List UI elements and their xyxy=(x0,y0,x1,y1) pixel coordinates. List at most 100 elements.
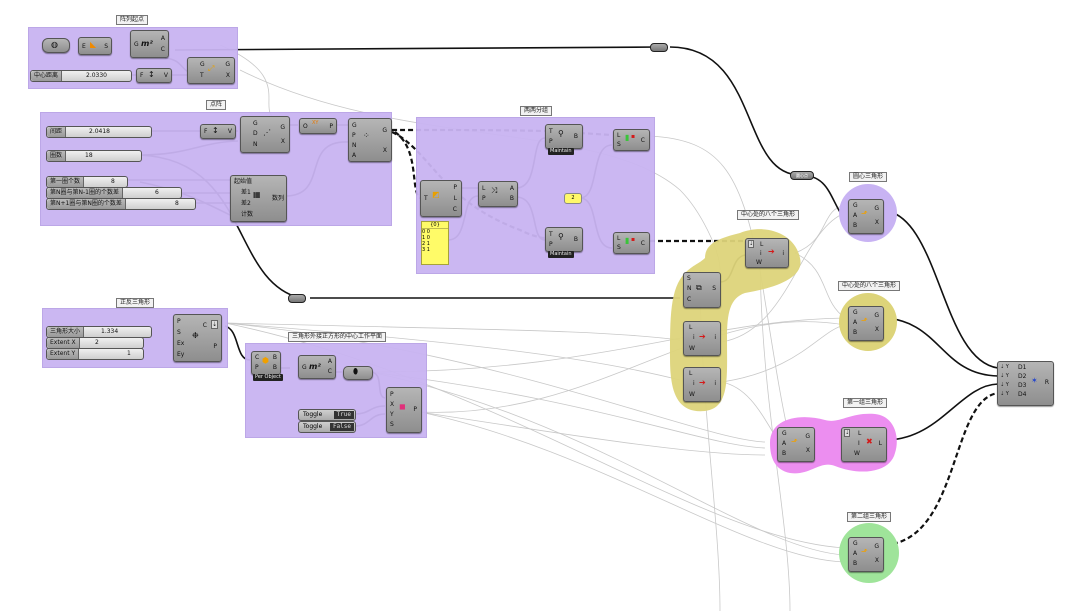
list-item-component-2[interactable]: L i W ➔ i xyxy=(683,321,721,356)
port-label: B xyxy=(573,133,578,140)
list-item-component-1[interactable]: ⇣ L i W ➔ i xyxy=(745,238,789,268)
slider-center-distance[interactable]: 中心距离 2.0330 xyxy=(30,70,132,82)
port-label: S xyxy=(177,329,181,336)
flip-matrix-component[interactable]: T ◩ P L C xyxy=(420,180,462,217)
port-label: i xyxy=(714,334,716,341)
port-label: G xyxy=(382,127,387,134)
number-param[interactable]: 2 xyxy=(564,193,582,204)
wire xyxy=(669,46,846,221)
port-label: G xyxy=(302,364,307,371)
port-label: E xyxy=(82,43,86,50)
port-label: W xyxy=(854,450,860,457)
polygon-component[interactable]: P S Ex Ey ❉ C ⇣ P xyxy=(173,314,222,362)
maintain-tag[interactable]: Maintain xyxy=(548,148,574,155)
port-label: P xyxy=(549,138,553,145)
unit-vector-icon: ↕ xyxy=(148,70,155,79)
port-label: P xyxy=(482,195,486,202)
group-label: 正反三角形 xyxy=(116,298,155,308)
move-component[interactable]: G T ⤢ G X xyxy=(187,57,235,84)
slider-label: 第一圈个数 xyxy=(47,177,85,187)
area-component-2[interactable]: G m² A C xyxy=(298,355,336,379)
construct-plane-component[interactable]: P X Y S ◼ P xyxy=(386,387,422,433)
port-label: C xyxy=(202,322,207,329)
port-label: T xyxy=(549,231,553,238)
port-label: X xyxy=(874,219,879,226)
port-label: A xyxy=(352,152,357,159)
group-label: 阵列起点 xyxy=(116,15,149,25)
port-label: G xyxy=(853,309,858,316)
port-label: S xyxy=(617,244,621,251)
port-label: A xyxy=(853,550,858,557)
linear-array-component[interactable]: G D N ⋰ G X xyxy=(240,116,290,153)
port-label: G xyxy=(874,312,879,319)
orient-component-2[interactable]: G A B ⬏ G X xyxy=(848,306,884,341)
cull-pattern-component-1[interactable]: T P ⚲ B xyxy=(545,124,583,149)
graft-icon: ⇣ xyxy=(844,429,851,437)
list-item-component-3[interactable]: L i W ➔ i xyxy=(683,367,721,402)
slider-ring-diff-2[interactable]: 第N+1圈与第N圈的个数差 8 xyxy=(46,198,196,210)
maintain-tag[interactable]: Maintain xyxy=(548,251,574,258)
toggle-false[interactable]: Toggle False xyxy=(298,421,356,433)
polar-array-component[interactable]: G P N A ⁘ G X xyxy=(348,118,392,162)
relay-circle-center[interactable]: 圆心点 xyxy=(790,171,814,180)
orient-component-1[interactable]: G A B ⬏ G X xyxy=(848,199,884,234)
orient-component-4[interactable]: G A B ⬏ G X xyxy=(848,537,884,572)
wire xyxy=(884,383,999,441)
point-param[interactable]: ⬮ xyxy=(343,366,373,380)
cull-pattern-component-2[interactable]: T P ⚲ B xyxy=(545,227,583,252)
slider-value: 2 xyxy=(95,339,99,346)
series-component[interactable]: 起始值 差1 差2 计数 ▦ 数列 xyxy=(230,175,287,222)
area-component-1[interactable]: G m² A C xyxy=(130,30,169,58)
port-label: G xyxy=(280,124,285,131)
sphere-param[interactable]: ◍ xyxy=(42,38,70,53)
port-label: V xyxy=(227,128,232,135)
port-label: L xyxy=(617,235,621,242)
shift-list-component[interactable]: S N C ⧉ S xyxy=(683,272,721,308)
panel-row: 3 1 xyxy=(422,247,430,253)
series-icon: ▦ xyxy=(253,190,261,199)
unit-x-component-1[interactable]: F ↕ V xyxy=(136,68,172,83)
per-object-tag[interactable]: Per Object xyxy=(253,374,283,381)
orient-icon: ⬏ xyxy=(861,209,868,218)
slider-value: 8 xyxy=(111,178,115,185)
cull-pattern-icon: ⚲ xyxy=(558,129,564,138)
xy-plane-component[interactable]: O XY P xyxy=(299,118,337,134)
slider-value: 2.0418 xyxy=(89,128,110,135)
port-label: Ex xyxy=(177,340,185,347)
unit-x-component-2[interactable]: F ↕ V xyxy=(200,124,236,139)
port-label: G xyxy=(200,61,205,68)
port-label: W xyxy=(689,391,695,398)
pattern-panel[interactable]: {0} 0 0 1 0 2 1 3 1 xyxy=(421,221,449,265)
port-label: P xyxy=(177,318,181,325)
dispatch-icon: ⤨ xyxy=(491,186,498,195)
list-item-icon: ➔ xyxy=(768,247,775,256)
partition-list-icon: ▮ xyxy=(625,133,630,142)
bounding-box-component[interactable]: C P ⬢ B B xyxy=(251,351,281,375)
port-label: R xyxy=(1044,379,1049,386)
slider-ring-count[interactable]: 圈数 18 xyxy=(46,150,142,162)
port-label: G xyxy=(805,433,810,440)
slider-extent-y[interactable]: Extent Y 1 xyxy=(46,348,144,360)
slider-spacing[interactable]: 间距 2.0418 xyxy=(46,126,152,138)
partition-list-component-1[interactable]: L S ▮ ▪ C xyxy=(613,129,650,151)
port-label: P xyxy=(549,241,553,248)
partition-list-component-2[interactable]: L S ▮ ▪ C xyxy=(613,232,650,254)
port-label: i xyxy=(782,250,784,257)
port-label: G xyxy=(352,122,357,129)
orient-component-3[interactable]: G A B ⬏ G X xyxy=(777,427,815,462)
cull-index-component[interactable]: ⇣ L I W ✖ L xyxy=(841,427,887,462)
surface-component[interactable]: E ◣ S xyxy=(78,37,112,55)
port-label: O xyxy=(303,123,308,130)
relay-node[interactable] xyxy=(288,294,306,303)
slider-label: 间距 xyxy=(47,127,67,137)
port-label: X xyxy=(874,557,879,564)
port-label: B xyxy=(782,450,787,457)
merge-icon: ✶ xyxy=(1031,376,1038,385)
orient-icon: ⬏ xyxy=(861,547,868,556)
toggle-true[interactable]: Toggle True xyxy=(298,409,356,421)
relay-node[interactable] xyxy=(650,43,668,52)
merge-component[interactable]: D1 D2 D3 D4 ⇣ Y ⇣ Y ⇣ Y ⇣ Y ✶ R xyxy=(997,361,1054,406)
cull-index-icon: ✖ xyxy=(866,437,873,446)
dispatch-component[interactable]: L P ⤨ A B xyxy=(478,181,518,207)
